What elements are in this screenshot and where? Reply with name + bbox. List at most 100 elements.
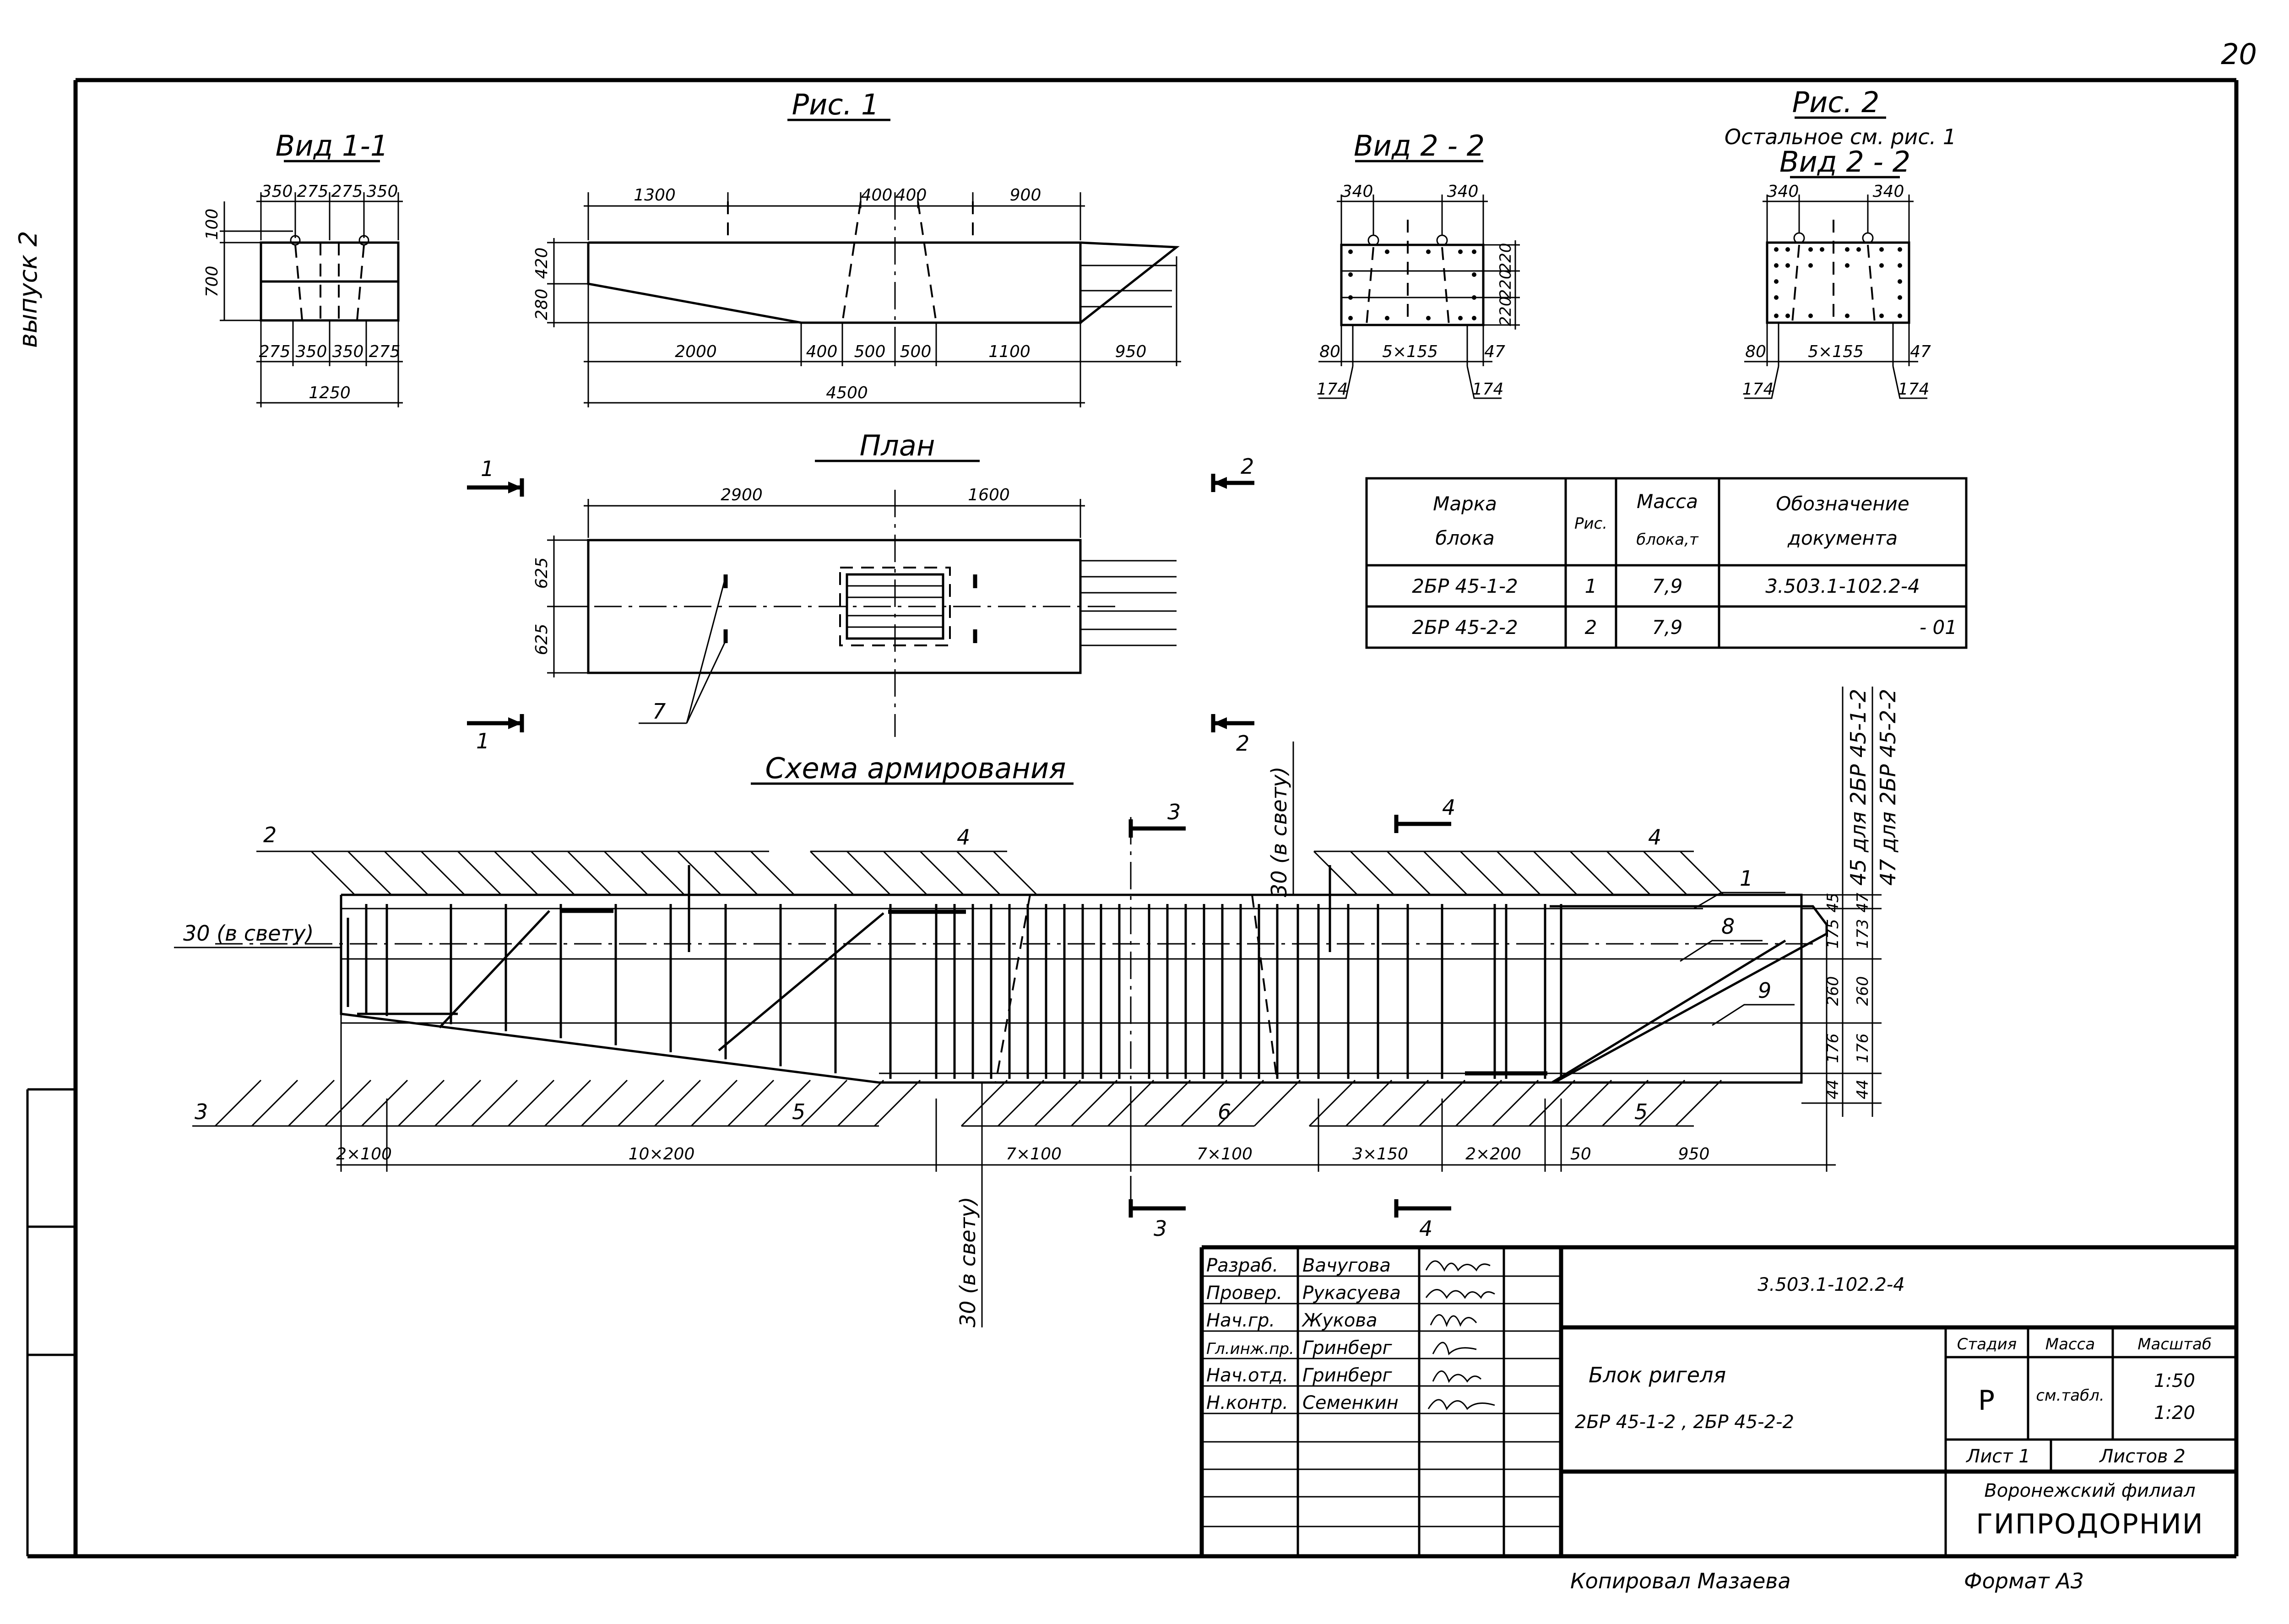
reinf-bottom-dim-6: 2×200 [1465,1145,1521,1164]
hatch-line [1253,1079,1301,1127]
v22a-right-dim-2: 220 [1497,270,1515,299]
v11-bottom-dim-2: 350 [296,342,327,361]
fig2-bottom-dim-2: 5×155 [1808,342,1864,361]
section-mark-4-bottom: 4 [1394,1199,1451,1241]
v11-top-dim-4: 350 [367,182,398,201]
svg-text:7: 7 [652,699,666,724]
bottom-hatch [214,1079,1722,1127]
hatch-line [580,1079,628,1127]
hatch-line [507,1079,555,1127]
reinf-bottom-dim-8: 950 [1678,1145,1710,1164]
fig2-under-dim-1: 174 [1742,380,1774,399]
hatch-line [750,850,795,896]
fig2-bottom-dim-1: 80 [1745,342,1766,361]
callout-6: 6 [1218,1099,1231,1124]
stamp-stage: Р [1978,1385,1996,1417]
section-mark-2-top: 2 [1211,454,1254,492]
hatch-line [420,850,466,896]
svg-text:4: 4 [1442,795,1455,820]
hatch-line [1350,850,1395,896]
v22a-bottom-dim-3: 47 [1484,342,1505,361]
reinf-bottom-dim-4: 7×100 [1197,1145,1253,1164]
hatch-line [347,850,392,896]
hatch-line [397,1079,445,1127]
hatch-line [1455,1079,1502,1127]
hatch-line [544,1079,591,1127]
hatch-line [1601,1079,1649,1127]
hatch-line [1423,850,1468,896]
fig2-bar-dots [1774,247,1902,318]
hatch-line [764,1079,811,1127]
table-row2-mass: 7,9 [1652,616,1683,639]
callout-4a: 4 [957,825,970,850]
elev-bottom-dim-2: 400 [806,342,838,361]
hatch-line [800,1079,848,1127]
reinf-dim-b-2: 173 [1854,919,1872,949]
stamp-name-3: Жукова [1301,1310,1377,1331]
hatch-line [713,850,759,896]
plan-top-dim-1: 2900 [721,486,763,504]
fig2: Рис. 2 Остальное см. рис. 1 Вид 2 - 2 34… [1725,86,1956,399]
hatch-line [1459,850,1505,896]
hatch-line [617,1079,665,1127]
hatch-line [251,1079,298,1127]
stamp-name-5: Гринберг [1302,1365,1392,1386]
v22a-under-dim-2: 174 [1472,380,1504,399]
callout-9: 9 [1758,978,1771,1003]
view-2-2-bar-dots [1348,249,1476,320]
plan-left-dim-2: 625 [532,624,551,655]
v22a-right-dim-3: 220 [1497,297,1515,326]
hatch-line [1638,1079,1686,1127]
table-header-doc-1: Обозначение [1776,493,1909,515]
reinf-dim-b-1: 47 [1854,893,1872,913]
elev-total: 4500 [826,384,868,402]
hatch-line [1528,1079,1576,1127]
stamp-col-mass: Масса [2045,1335,2095,1353]
callout-5a: 5 [792,1099,805,1124]
svg-text:3: 3 [1154,1216,1167,1241]
table-header-mark-1: Марка [1433,493,1497,515]
elev-bottom-dim-1: 2000 [675,342,717,361]
elev-bottom-dim-3: 500 [854,342,886,361]
v22a-top-dim-1: 340 [1342,182,1373,201]
clear-note-bottom: 30 (в свету) [955,1196,980,1327]
stamp-col-stage: Стадия [1957,1335,2017,1353]
stamp-role-5: Нач.отд. [1206,1365,1288,1386]
hatch-line [1606,850,1651,896]
plan-left-dim-1: 625 [532,558,551,589]
hatch-line [1675,1079,1722,1127]
hatch-line [1643,850,1688,896]
hatch-line [214,1079,262,1127]
stamp-org-2: ГИПРОДОРНИИ [1976,1508,2203,1540]
callout-4b: 4 [1648,825,1661,850]
table-header-doc-2: документа [1787,527,1898,549]
table-row2-fig: 2 [1585,616,1597,639]
stamp-sheet: Лист 1 [1965,1446,2030,1467]
stamp-name-4: Гринберг [1302,1337,1392,1359]
stamp-doc-code: 3.503.1-102.2-4 [1757,1274,1905,1295]
table-header-fig: Рис. [1574,514,1607,533]
stamp-name-6: Семенкин [1302,1392,1399,1413]
section-mark-1-bottom: 1 [467,714,524,753]
table-row1-doc: 3.503.1-102.2-4 [1765,575,1920,597]
fig2-under-dim-2: 174 [1898,380,1930,399]
hatch-line [1313,850,1358,896]
reinf-bottom-dim-1: 2×100 [336,1145,392,1164]
sheet-frame [26,78,2239,1559]
hatch-line [1217,1079,1264,1127]
hatch-line [361,1079,408,1127]
stamp-org-1: Воронежский филиал [1984,1480,2195,1501]
title-block [1199,1245,2236,1556]
top-hatch [310,850,1725,896]
hatch-line [434,1079,482,1127]
v11-bottom-dim-1: 275 [259,342,291,361]
hatch-line [1034,1079,1081,1127]
hatch-line [727,1079,775,1127]
reinf-bottom-dim-3: 7×100 [1006,1145,1062,1164]
reinf-callouts: 2 4 4 1 8 9 3 5 6 5 [192,823,1795,1127]
stamp-mass: см.табл. [2036,1386,2104,1405]
hatch-line [1144,1079,1191,1127]
reinf-dim-b-4: 176 [1854,1034,1872,1063]
v11-top-dim-1: 350 [261,182,293,201]
